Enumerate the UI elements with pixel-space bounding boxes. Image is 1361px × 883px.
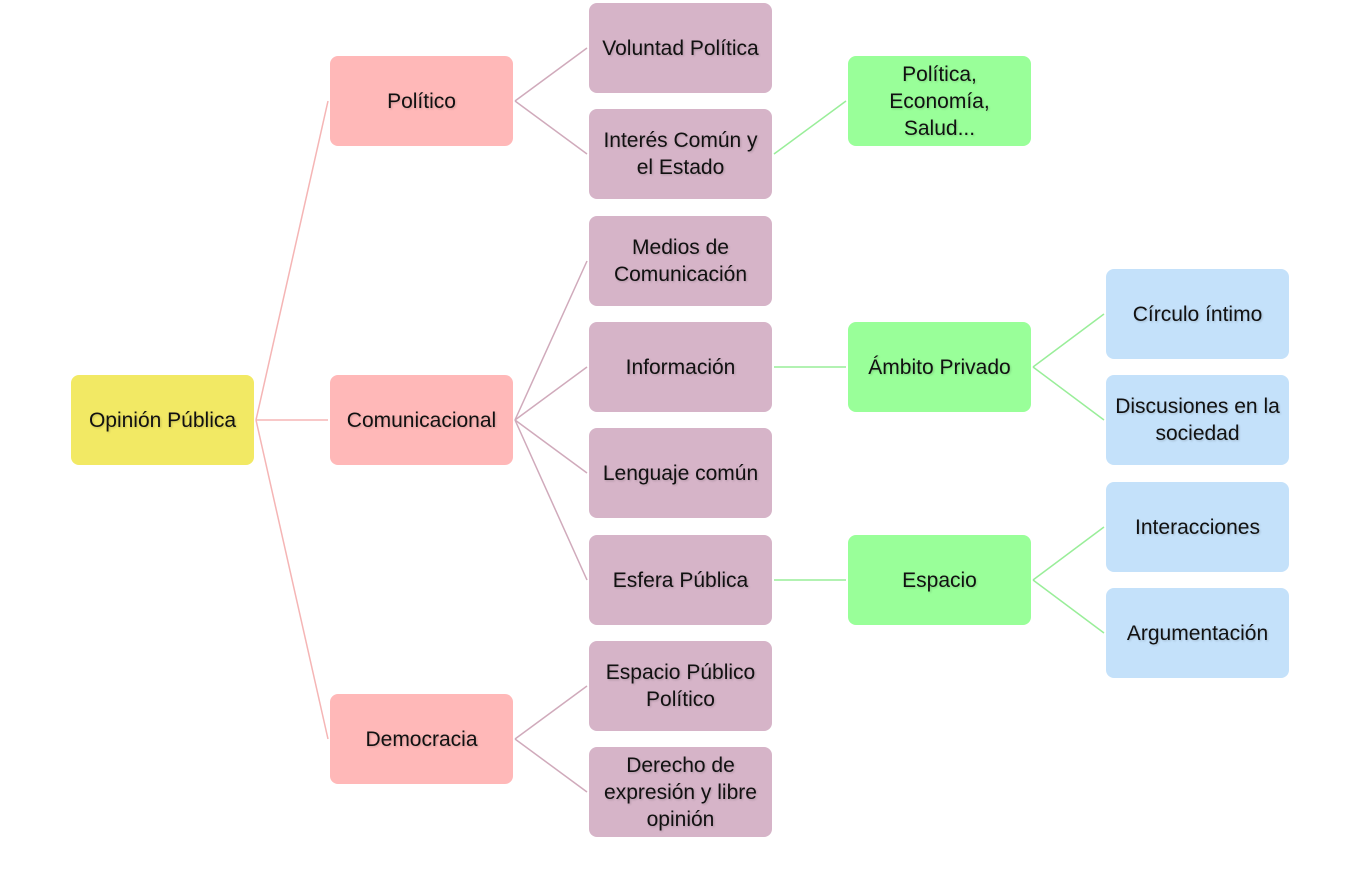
node-esfera-publica[interactable]: Esfera Pública [589,535,772,625]
connector-politico-interes [514,100,588,155]
node-democracia[interactable]: Democracia [330,694,513,784]
node-label: Información [625,355,736,379]
connector-comunicacional-informacion [514,366,588,421]
node-label: Espacio Público Político [605,661,756,711]
node-voluntad-politica[interactable]: Voluntad Política [589,3,772,93]
connector-espacio-argumentacion [1032,579,1105,634]
connector-politico-voluntad [514,47,588,102]
node-label: Interés Común y el Estado [603,129,758,179]
connector-root-democracia [255,419,329,740]
node-interes-comun[interactable]: Interés Común y el Estado [589,109,772,199]
node-espacio-publico-politico[interactable]: Espacio Público Político [589,641,772,731]
node-label: Político [387,89,456,113]
connector-comunicacional-esfera [514,419,588,581]
connector-ambito-discusiones [1032,366,1105,421]
node-ambito-privado[interactable]: Ámbito Privado [848,322,1031,412]
node-label: Comunicacional [346,408,497,432]
node-label: Voluntad Política [602,36,759,60]
node-label: Espacio [902,568,977,592]
node-label: Interacciones [1135,515,1260,539]
node-label: Círculo íntimo [1132,302,1263,326]
node-derecho-expresion[interactable]: Derecho de expresión y libre opinión [589,747,772,837]
connector-comunicacional-lenguaje [514,419,588,474]
connector-interes-politica_eco [773,100,847,155]
connector-root-politico [255,100,329,421]
node-medios-comunicacion[interactable]: Medios de Comunicación [589,216,772,306]
node-label: Argumentación [1126,621,1269,645]
node-label: Lenguaje común [602,461,759,485]
node-lenguaje-comun[interactable]: Lenguaje común [589,428,772,518]
node-label: Opinión Pública [88,408,237,432]
connector-democracia-espacio_publico [514,685,588,740]
node-argumentacion[interactable]: Argumentación [1106,588,1289,678]
connector-comunicacional-medios [514,260,588,421]
node-label: Discusiones en la sociedad [1115,395,1280,445]
node-label: Política, Economía, Salud... [889,62,990,140]
node-politico[interactable]: Político [330,56,513,146]
node-interacciones[interactable]: Interacciones [1106,482,1289,572]
node-label: Derecho de expresión y libre opinión [604,753,757,831]
node-opinion-publica[interactable]: Opinión Pública [71,375,254,465]
connector-espacio-interacciones [1032,526,1105,581]
node-espacio[interactable]: Espacio [848,535,1031,625]
node-label: Medios de Comunicación [613,236,748,286]
node-informacion[interactable]: Información [589,322,772,412]
connector-democracia-derecho [514,738,588,793]
node-circulo-intimo[interactable]: Círculo íntimo [1106,269,1289,359]
connector-ambito-circulo [1032,313,1105,368]
node-label: Democracia [365,727,478,751]
node-label: Esfera Pública [612,568,749,592]
node-comunicacional[interactable]: Comunicacional [330,375,513,465]
node-label: Ámbito Privado [868,355,1011,379]
node-politica-economia-salud[interactable]: Política, Economía, Salud... [848,56,1031,146]
node-discusiones-sociedad[interactable]: Discusiones en la sociedad [1106,375,1289,465]
